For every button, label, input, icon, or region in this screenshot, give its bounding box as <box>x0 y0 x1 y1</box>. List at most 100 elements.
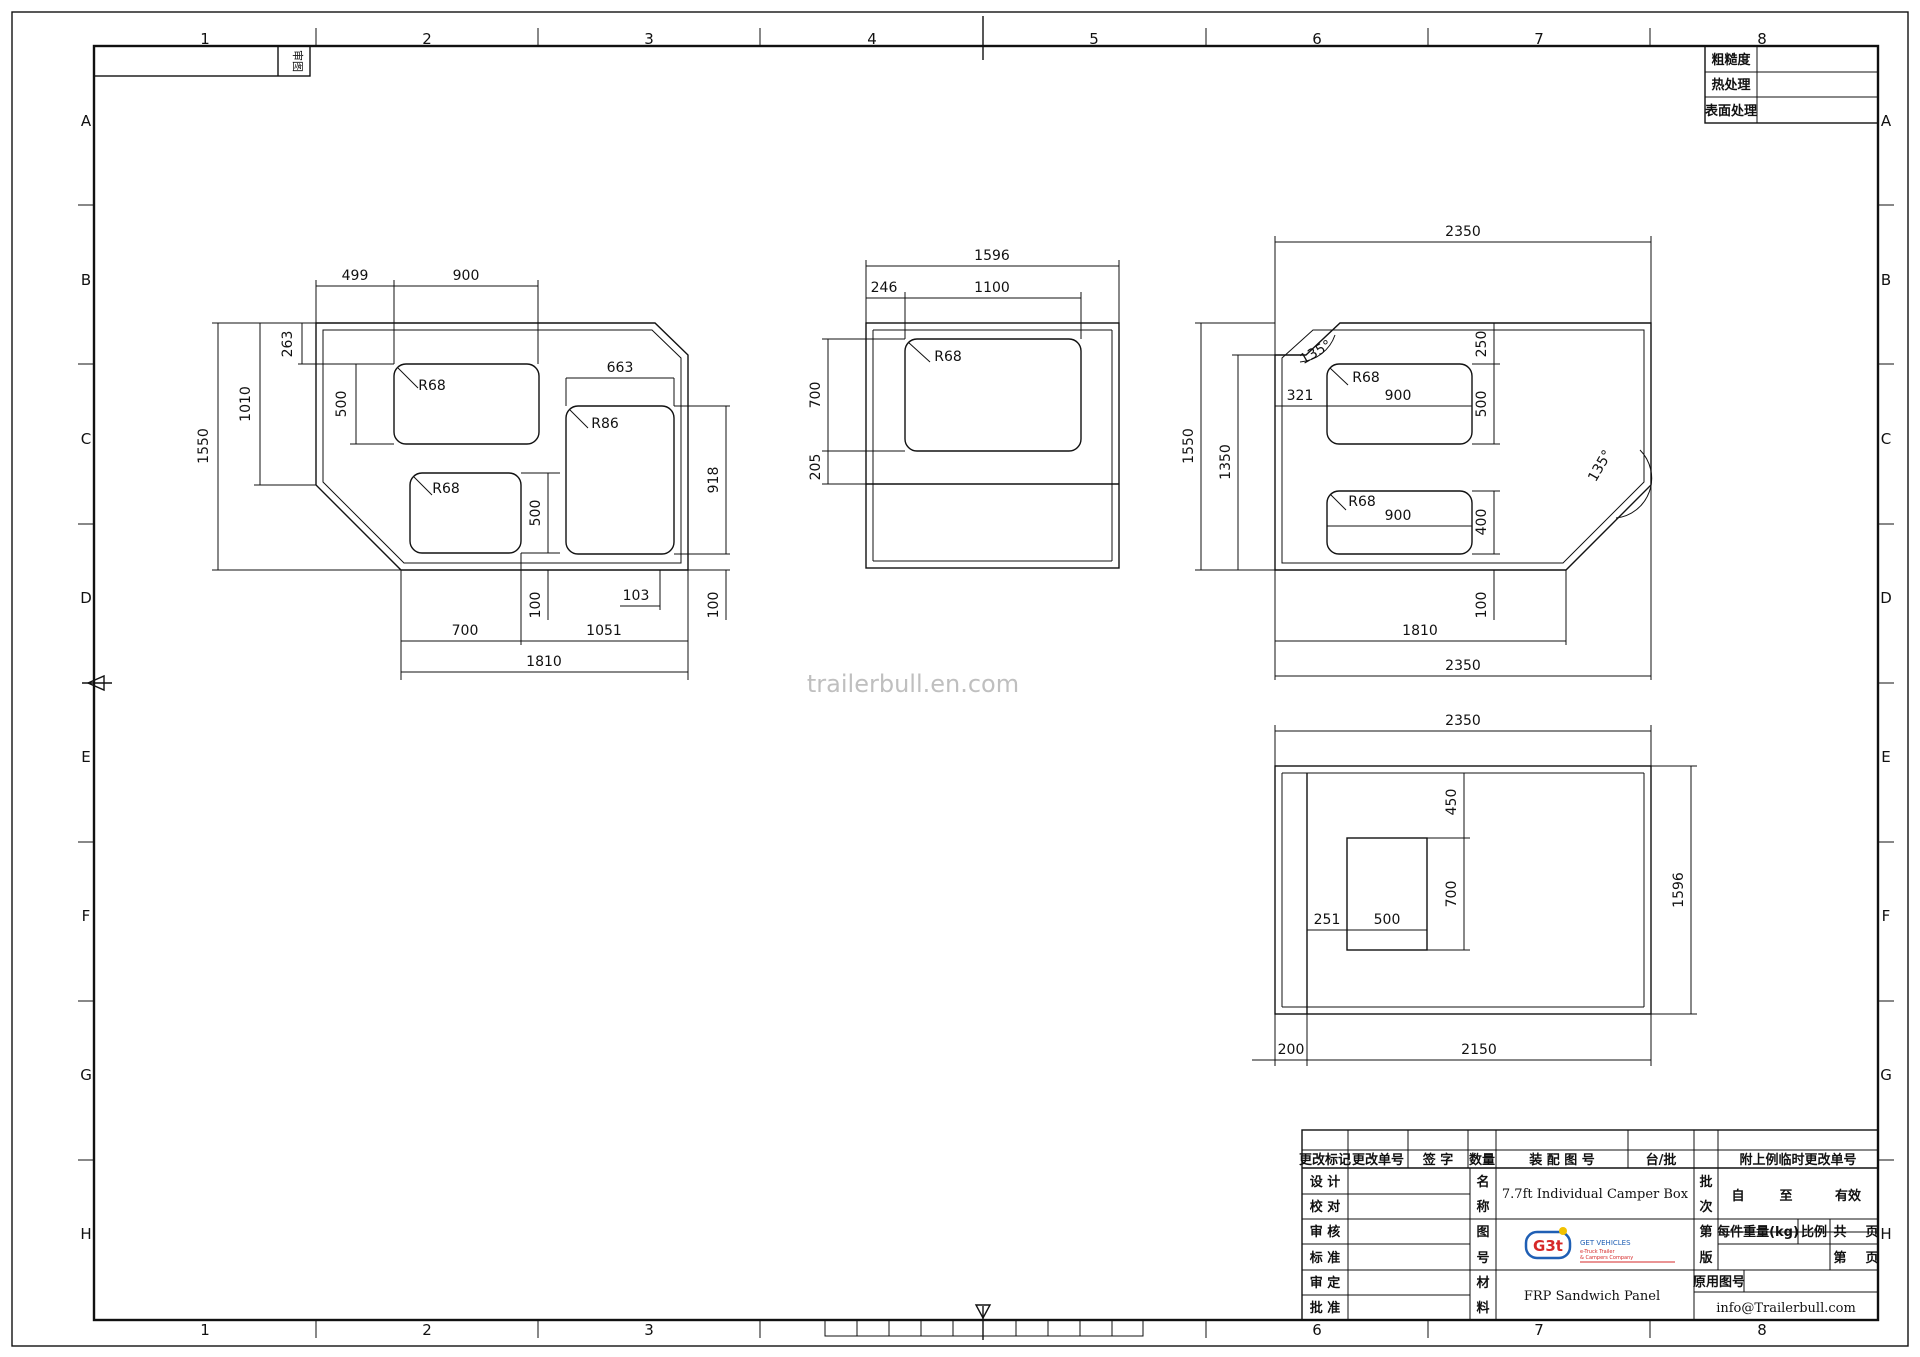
dim-label: 2350 <box>1445 224 1481 240</box>
tb-dwgno-char: 图 <box>1476 1225 1489 1240</box>
col-label-top: 7 <box>1534 30 1544 48</box>
dim-label: 700 <box>1444 881 1460 908</box>
tb-header: 更改单号 <box>1352 1152 1404 1168</box>
logo-name: GET VEHICLES <box>1580 1239 1631 1247</box>
col-label-top: 2 <box>422 30 432 48</box>
view-side-panel-left: 499 900 263 1010 1550 500 R68 663 R86 R6… <box>196 268 730 680</box>
col-label-top: 3 <box>644 30 654 48</box>
tb-material-char: 材 <box>1476 1275 1489 1291</box>
dim-label: 1596 <box>1671 872 1687 908</box>
view-front-panel: 1596 246 1100 R68 700 205 <box>808 248 1120 569</box>
tb-left-label: 标 准 <box>1309 1250 1341 1266</box>
dim-label: 700 <box>452 623 479 639</box>
radius-label: R68 <box>432 481 460 497</box>
dim-label: 100 <box>1474 592 1490 619</box>
row-label-right: H <box>1880 1225 1891 1243</box>
review-stamp-box: 审图 <box>93 45 311 77</box>
dim-label: 1550 <box>196 428 212 464</box>
dim-label: 100 <box>706 592 722 619</box>
tb-batch-char: 批 <box>1699 1174 1712 1190</box>
tb-header: 装 配 图 号 <box>1528 1152 1595 1168</box>
col-label-top: 6 <box>1312 30 1322 48</box>
dim-label: 103 <box>623 588 650 604</box>
valid-to: 至 <box>1779 1189 1792 1204</box>
dim-label: 700 <box>808 382 824 409</box>
col-label-bottom: 2 <box>422 1321 432 1339</box>
row-label-left: H <box>80 1225 91 1243</box>
col-label-bottom: 1 <box>200 1321 210 1339</box>
view-side-panel-right: 2350 135° 250 R68 321 900 500 1550 1350 … <box>1181 224 1653 680</box>
logo-mark: G3t <box>1533 1237 1563 1255</box>
valid-suffix: 有效 <box>1835 1188 1862 1204</box>
dim-label: 1596 <box>974 248 1010 264</box>
dim-label: 1051 <box>586 623 622 639</box>
dim-label: 663 <box>607 360 634 376</box>
tb-left-label: 审 核 <box>1310 1224 1341 1240</box>
col-label-bottom: 8 <box>1757 1321 1767 1339</box>
row-label-right: F <box>1882 907 1891 925</box>
dim-label: 400 <box>1474 509 1490 536</box>
tb-header: 签 字 <box>1422 1152 1454 1168</box>
row-label-left: C <box>81 430 91 448</box>
title-block: 更改标记 更改单号 签 字 数量 装 配 图 号 台/批 附上例临时更改单号 设… <box>1299 1129 1879 1321</box>
dim-label: 100 <box>528 592 544 619</box>
tb-edition-char: 版 <box>1699 1250 1712 1266</box>
logo-tagline: & Campers Company <box>1580 1255 1633 1261</box>
logo-tagline: e-Truck Trailer <box>1580 1249 1615 1255</box>
tb-header: 更改标记 <box>1299 1152 1351 1168</box>
dim-label: 1010 <box>238 386 254 422</box>
angle-label: 135° <box>1297 337 1334 368</box>
tb-left-label: 批 准 <box>1310 1300 1341 1316</box>
email: info@Trailerbull.com <box>1716 1301 1856 1316</box>
tb-left-label: 设 计 <box>1310 1174 1341 1190</box>
product-name: 7.7ft Individual Camper Box <box>1502 1187 1689 1202</box>
radius-label: R68 <box>418 378 446 394</box>
row-label-right: G <box>1880 1066 1892 1084</box>
spec-label-roughness: 粗糙度 <box>1711 52 1751 68</box>
centering-arrow-icon <box>86 674 105 692</box>
dim-label: 900 <box>453 268 480 284</box>
dim-label: 321 <box>1287 388 1314 404</box>
row-label-left: F <box>82 907 91 925</box>
dim-label: 1810 <box>526 654 562 670</box>
tb-name-char: 称 <box>1476 1199 1489 1215</box>
tb-name-char: 名 <box>1476 1174 1489 1190</box>
dim-label: 500 <box>334 391 350 418</box>
row-label-left: D <box>80 589 92 607</box>
radius-label: R68 <box>934 349 962 365</box>
total-pages-label: 共 <box>1833 1224 1846 1240</box>
company-logo: G3t GET VEHICLES e-Truck Trailer & Campe… <box>1524 1227 1675 1263</box>
tb-header: 数量 <box>1469 1152 1495 1168</box>
angle-label: 135° <box>1585 447 1616 484</box>
spec-label-surface-treatment: 表面处理 <box>1704 103 1757 119</box>
col-label-bottom: 7 <box>1534 1321 1544 1339</box>
dim-label: 1810 <box>1402 623 1438 639</box>
watermark: trailerbull.en.com <box>807 670 1019 698</box>
dim-label: 2150 <box>1461 1042 1497 1058</box>
row-label-left: A <box>81 112 92 130</box>
tb-material-char: 料 <box>1476 1300 1489 1316</box>
scale-label: 比例 <box>1801 1224 1827 1240</box>
dim-label: 500 <box>1374 912 1401 928</box>
dim-label: 2350 <box>1445 658 1481 674</box>
surface-spec-table: 粗糙度 热处理 表面处理 <box>1704 45 1879 124</box>
row-label-left: B <box>81 271 91 289</box>
tb-left-label: 审 定 <box>1310 1275 1341 1291</box>
orig-drawing-no-label: 原用图号 <box>1693 1275 1745 1290</box>
tb-header: 台/批 <box>1646 1152 1677 1168</box>
radius-label: R86 <box>591 416 619 432</box>
dim-label: 251 <box>1314 912 1341 928</box>
review-stamp-label: 审图 <box>291 50 305 72</box>
col-label-top: 4 <box>867 30 877 48</box>
row-label-right: D <box>1880 589 1892 607</box>
row-label-right: E <box>1881 748 1890 766</box>
dim-label: 900 <box>1385 388 1412 404</box>
dim-label: 2350 <box>1445 713 1481 729</box>
dim-label: 1100 <box>974 280 1010 296</box>
col-label-top: 8 <box>1757 30 1767 48</box>
page-unit-label: 页 <box>1865 1225 1878 1240</box>
tb-header: 附上例临时更改单号 <box>1739 1152 1856 1168</box>
spec-label-heat-treatment: 热处理 <box>1711 77 1750 93</box>
page-no-label: 第 <box>1833 1250 1846 1266</box>
